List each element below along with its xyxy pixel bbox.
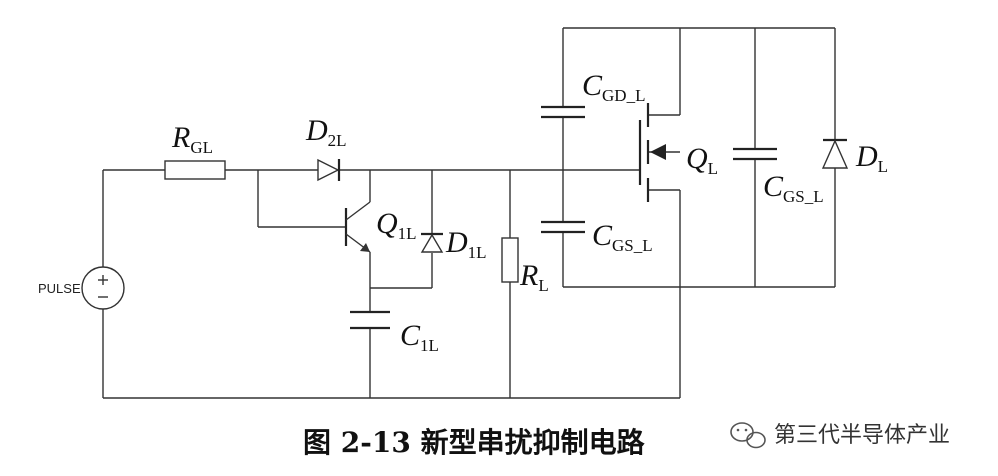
d2l-label: D2L — [305, 114, 347, 150]
diode-icon — [821, 139, 849, 169]
voltage-source-icon — [81, 266, 125, 310]
capacitor-cgd-l: CGD_L — [541, 69, 645, 119]
watermark: 第三代半导体产业 — [730, 422, 950, 449]
rl-label: RL — [519, 259, 549, 295]
pulse-source: PULSE — [38, 266, 125, 310]
dl-label: DL — [855, 140, 888, 176]
figure-caption: 图 2-13 新型串扰抑制电路 — [303, 426, 646, 459]
resistor-rl: RL — [501, 237, 549, 295]
d1l-label: D1L — [445, 226, 487, 262]
transistor-q1l: Q1L — [344, 201, 417, 253]
diode-icon — [420, 233, 444, 253]
cgd-l-label: CGD_L — [582, 69, 645, 105]
rgl-label: RGL — [171, 121, 213, 157]
capacitor-c1l: C1L — [350, 310, 439, 355]
wechat-icon — [730, 422, 766, 449]
c1l-label: C1L — [400, 319, 439, 355]
capacitor-cgs-l-right: CGS_L — [733, 147, 824, 206]
capacitor-cgs-l: CGS_L — [541, 219, 653, 255]
cgs-l-right-label: CGS_L — [763, 170, 824, 206]
mosfet-ql: QL — [638, 103, 718, 202]
resistor-icon — [501, 237, 519, 283]
cgs-l-label: CGS_L — [592, 219, 653, 255]
resistor-rgl: RGL — [164, 121, 226, 180]
diode-icon — [317, 158, 340, 182]
q1l-label: Q1L — [376, 207, 417, 243]
bjt-arrow-icon — [360, 243, 370, 252]
diode-dl: DL — [821, 138, 888, 176]
ql-label: QL — [686, 142, 718, 178]
mosfet-arrow-icon — [650, 144, 666, 160]
diode-d1l: D1L — [420, 226, 487, 262]
resistor-icon — [164, 160, 226, 180]
diode-d2l: D2L — [305, 114, 347, 182]
watermark-text: 第三代半导体产业 — [774, 423, 950, 448]
wires — [102, 27, 836, 399]
pulse-label: PULSE — [38, 281, 81, 296]
